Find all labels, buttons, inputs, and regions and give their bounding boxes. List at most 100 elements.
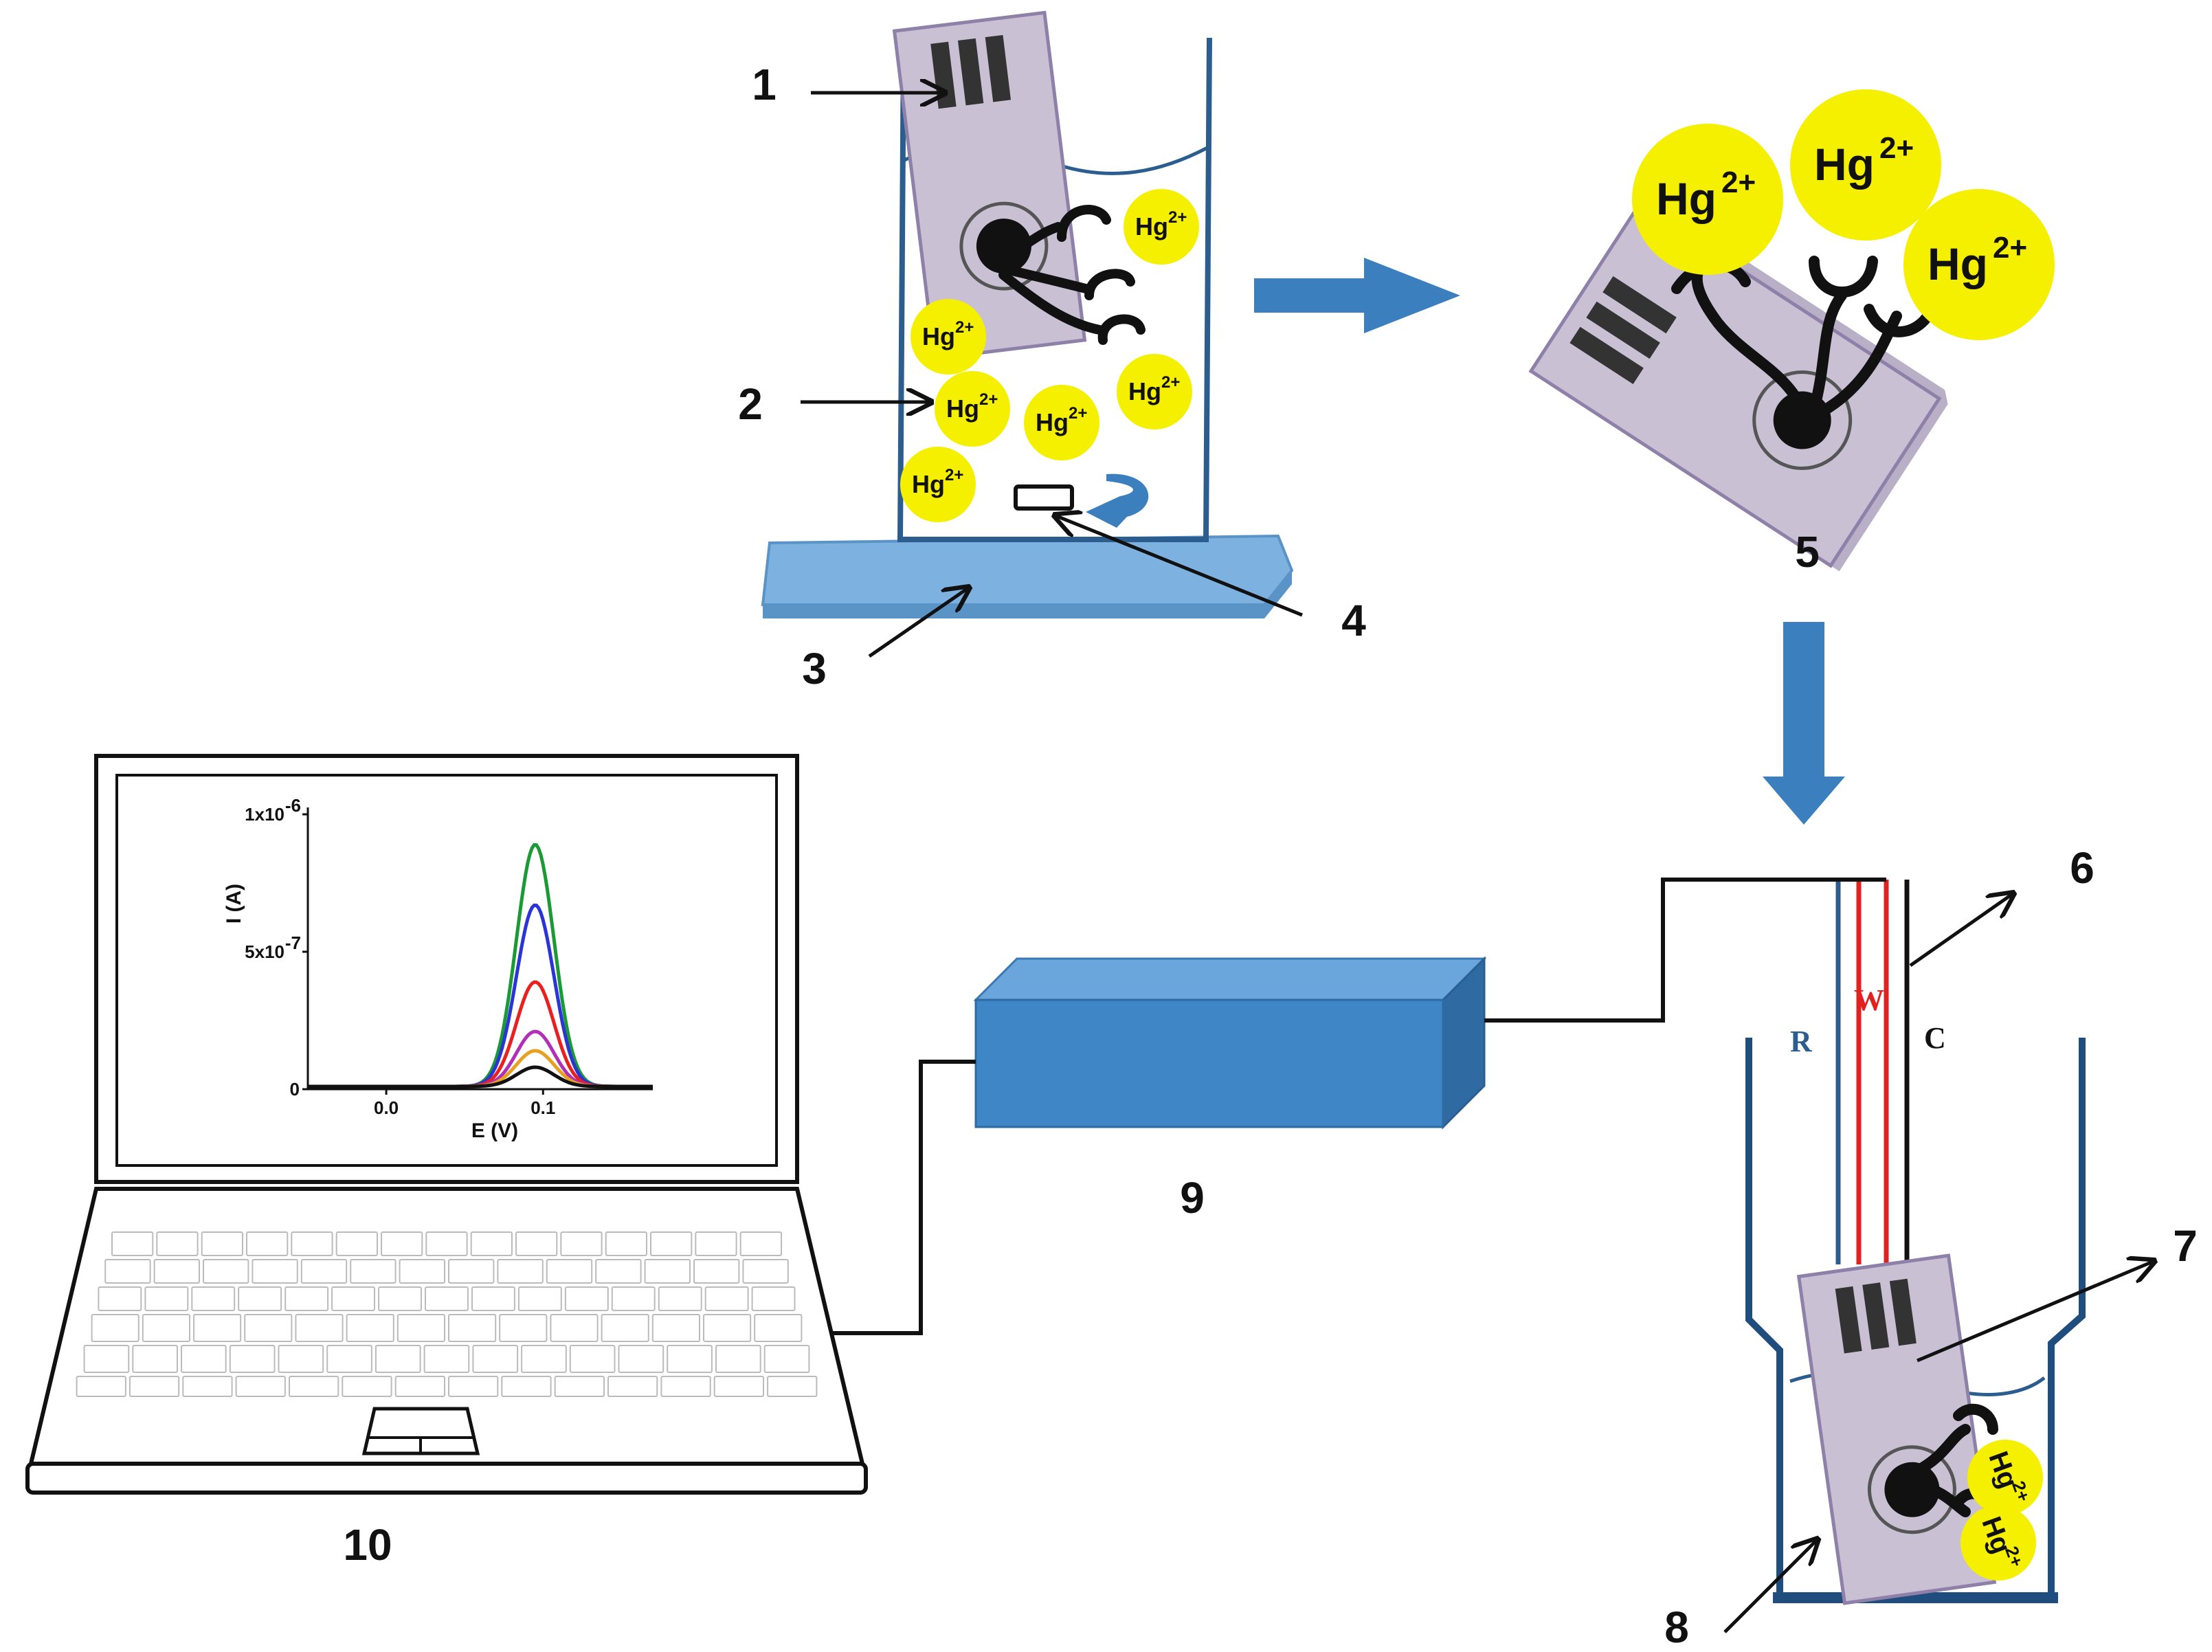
keyboard-key [739,1231,782,1256]
keyboard-key [142,1314,190,1342]
keyboard-key [611,1286,656,1311]
keyboard-key [470,1231,513,1256]
keyboard-key [203,1259,249,1284]
keyboard-key [569,1345,616,1373]
keyboard-key [425,1286,469,1311]
keyboard-key [104,1259,151,1284]
magnetic-stir-bar [1014,484,1074,511]
keyboard-key [448,1314,497,1342]
svg-text:Hg: Hg [946,394,979,423]
svg-text:2+: 2+ [1721,166,1756,199]
keyboard-key [763,1345,810,1373]
incubation-beaker [897,37,1212,542]
keyboard-key [375,1345,421,1373]
keyboard-key [767,1376,818,1397]
keyboard-key [289,1376,339,1397]
hg-ion: Hg 2+ [1117,354,1192,429]
ion-group-beaker: Hg 2+ Hg 2+ Hg 2+ Hg 2+ Hg 2+ [900,189,1199,522]
label-2: 2 [738,379,763,429]
connection-cables [828,878,1886,1335]
laptop-display [115,774,778,1167]
keyboard-key [291,1231,333,1256]
hg-ion: Hg 2+ [1967,1440,2043,1515]
x-ticks: 0.0 0.1 [374,1089,555,1118]
keyboard-key [278,1345,324,1373]
keyboard-key [715,1345,761,1373]
svg-text:Hg: Hg [1814,139,1875,190]
keyboard-key [751,1286,796,1311]
measurement-cell-group: R W C Hg 2+ Hg 2+ [1745,880,2086,1603]
svg-text:Hg: Hg [912,470,945,498]
arrow-right-icon [1254,258,1460,333]
arrow-down-icon [1763,622,1845,825]
x-tick-label: 0.1 [530,1097,555,1118]
keyboard-key [300,1259,348,1284]
rotation-arrow-icon [1086,473,1149,528]
label-3: 3 [802,644,827,693]
keyboard-key [381,1231,423,1256]
keyboard-key [394,1376,446,1397]
y-tick-label: 0 [290,1079,300,1100]
hg-ion: Hg 2+ [1024,385,1099,460]
keyboard-key [605,1231,648,1256]
keyboard-key [342,1376,392,1397]
hg-ion: Hg 2+ [1903,189,2055,340]
keyboard-key [235,1376,286,1397]
keyboard-key [742,1259,789,1284]
electrode-label-counter: C [1924,1021,1946,1055]
keyboard-key [129,1376,180,1397]
keyboard-key [91,1314,139,1342]
y-tick-label: 5x10 [245,941,284,962]
svg-text:Hg: Hg [1656,173,1717,224]
keyboard-key [667,1345,713,1373]
keyboard-key [618,1345,664,1373]
svg-text:2+: 2+ [1161,373,1180,392]
keyboard-key [98,1286,142,1311]
keyboard-key [350,1259,396,1284]
svg-text:2+: 2+ [979,390,998,409]
x-axis-label: E (V) [471,1119,518,1142]
electrode-label-working: W [1854,983,1884,1017]
label-1: 1 [752,60,777,109]
label-8: 8 [1664,1603,1689,1652]
potentiostat [973,956,1487,1130]
keyboard-key [331,1286,376,1311]
keyboard-key [201,1231,244,1256]
keyboard-key [181,1345,227,1373]
keyboard-key [448,1259,495,1284]
keyboard-key [244,1314,293,1342]
keyboard-key [153,1259,201,1284]
svg-text:Hg: Hg [1128,377,1161,405]
x-tick-label: 0.0 [374,1097,399,1118]
keyboard-key [704,1286,749,1311]
keyboard-key [472,1345,519,1373]
keyboard-key [607,1376,658,1397]
svg-text:Hg: Hg [922,322,955,350]
label-4: 4 [1341,596,1366,645]
electrode-label-reference: R [1790,1025,1813,1058]
y-tick-label: 1x10 [245,804,284,825]
keyboard-key [83,1345,130,1373]
keyboard-key [346,1314,394,1342]
keyboard-key [111,1231,154,1256]
callout-arrows [801,93,2154,1633]
keyboard-key [132,1345,178,1373]
svg-text:Hg: Hg [1135,212,1168,241]
keyboard-key [246,1231,289,1256]
keyboard-key [703,1314,752,1342]
modified-electrode-group: Hg 2+ Hg 2+ Hg 2+ [1528,89,2055,572]
keyboard-key [471,1286,515,1311]
keyboard-key [191,1286,236,1311]
svg-text:Hg: Hg [1036,408,1069,436]
svg-text:Hg: Hg [1928,238,1988,289]
keyboard-key [326,1345,372,1373]
keyboard-key [252,1259,298,1284]
screen-printed-electrode [895,12,1085,358]
svg-text:2+: 2+ [1993,231,2027,265]
keyboard-key [644,1259,691,1284]
keyboard-key [284,1286,329,1311]
hg-ion: Hg 2+ [935,371,1010,447]
